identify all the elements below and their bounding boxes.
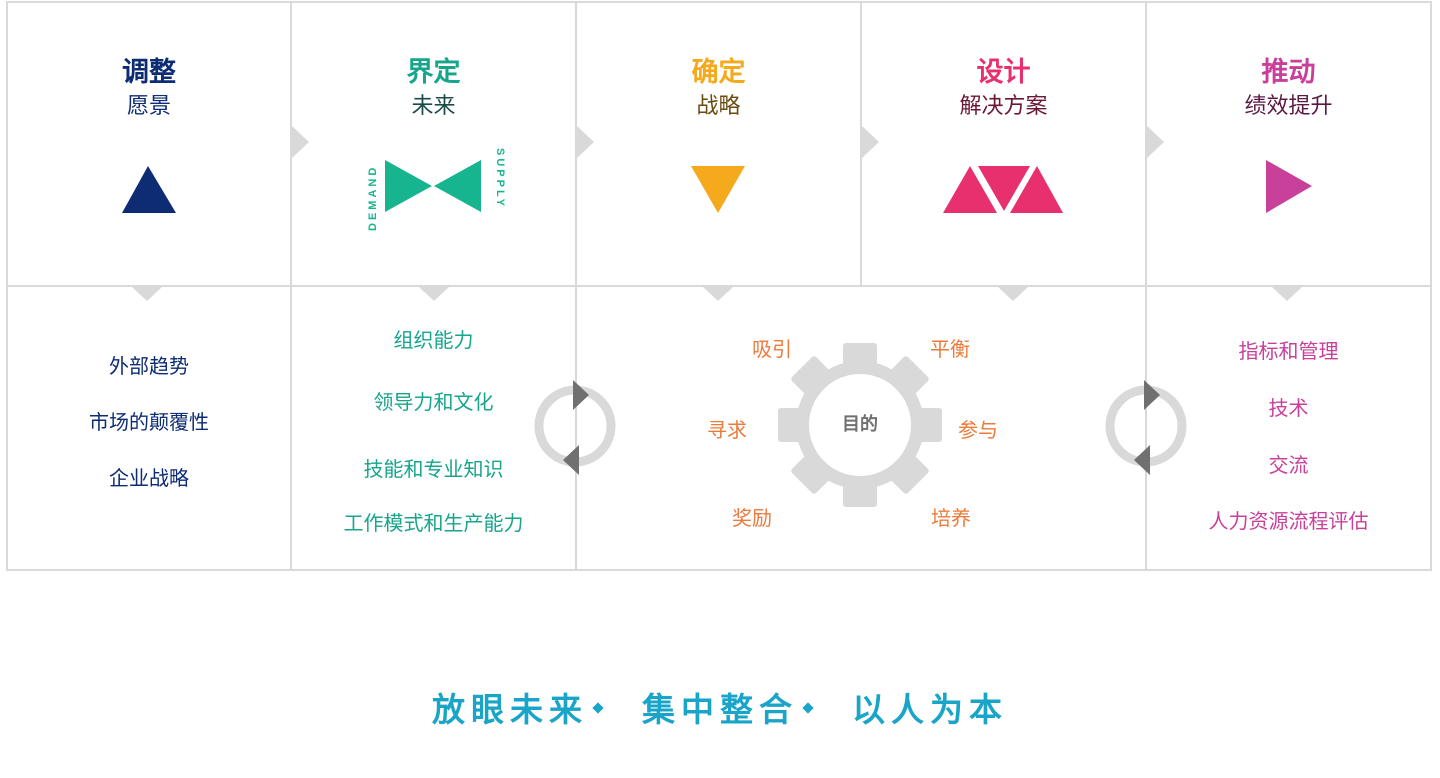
- stage-subtitle: 战略: [696, 93, 741, 118]
- slogan-part: 集中整合: [642, 691, 798, 728]
- gear-label-balance: 平衡: [930, 339, 970, 361]
- stage-strategy: 确定 战略: [577, 0, 860, 285]
- connector-arrow-right: [577, 126, 594, 158]
- triangle-right-icon: [1266, 160, 1312, 213]
- stage-vision: 调整 愿景: [8, 0, 290, 285]
- list-item: 指标和管理: [1238, 341, 1339, 363]
- demand-label: DEMAND: [367, 165, 379, 231]
- stage-subtitle: 未来: [411, 93, 456, 118]
- stage-subtitle: 愿景: [126, 93, 171, 118]
- triangle-down-icon: [691, 166, 745, 213]
- connector-arrow-down: [703, 287, 733, 301]
- col-divider-1: [290, 1, 292, 571]
- gear-center-label: 目的: [842, 413, 878, 434]
- triangle-down-icon: [978, 166, 1030, 211]
- gear-label-seek: 寻求: [707, 420, 747, 442]
- stage-title: 确定: [691, 57, 746, 87]
- stage-subtitle: 解决方案: [959, 93, 1048, 118]
- connector-arrow-right: [1147, 126, 1164, 158]
- list-item: 外部趋势: [109, 356, 189, 378]
- connector-arrow-down: [419, 287, 449, 301]
- bowtie-right-icon: [434, 160, 481, 212]
- triangle-up-icon: [943, 166, 997, 213]
- diamond-icon: [802, 702, 814, 714]
- stage-subtitle: 绩效提升: [1244, 93, 1333, 118]
- col-divider-3: [860, 1, 862, 286]
- stage-title: 设计: [976, 57, 1031, 87]
- list-item: 技术: [1268, 398, 1309, 420]
- cycle-arrow-right: [1144, 380, 1160, 410]
- triangle-up-icon: [122, 166, 176, 213]
- cycle-arrow-left: [1134, 445, 1150, 475]
- connector-arrow-down: [132, 287, 162, 301]
- gear-label-engage: 参与: [958, 420, 998, 442]
- supply-label: SUPPLY: [494, 148, 506, 209]
- connector-arrow-right: [292, 126, 309, 158]
- stage-title: 调整: [122, 57, 176, 87]
- list-item: 企业战略: [109, 468, 189, 490]
- stage-title: 界定: [406, 57, 461, 87]
- bowtie-left-icon: [385, 160, 432, 212]
- row-divider: [6, 285, 1432, 287]
- connector-arrow-right: [862, 126, 879, 158]
- list-item: 市场的颠覆性: [89, 412, 209, 434]
- col-divider-4: [1145, 1, 1147, 571]
- gear-label-develop: 培养: [931, 508, 971, 530]
- list-item: 人力资源流程评估: [1208, 511, 1369, 533]
- cycle-arrow-left: [563, 445, 579, 475]
- stage-drive: 推动 绩效提升: [1147, 0, 1430, 285]
- stage-future: 界定 未来: [292, 0, 575, 285]
- connector-arrow-down: [998, 287, 1028, 301]
- slogan-part: 放眼未来: [432, 691, 588, 728]
- gear-label-attract: 吸引: [752, 339, 792, 361]
- gear-label-reward: 奖励: [732, 508, 772, 530]
- triangle-up-icon: [1010, 166, 1063, 213]
- gear-icon: [778, 343, 942, 507]
- list-item: 工作模式和生产能力: [343, 513, 524, 535]
- list-item: 领导力和文化: [373, 392, 494, 414]
- stage-title: 推动: [1261, 57, 1316, 87]
- stage-design: 设计 解决方案: [862, 0, 1145, 285]
- list-item: 交流: [1268, 455, 1309, 477]
- list-item: 组织能力: [393, 330, 474, 352]
- col-divider-2: [575, 1, 577, 571]
- diamond-icon: [592, 702, 604, 714]
- slogan: 放眼未来 集中整合 以人为本: [0, 683, 1440, 731]
- cycle-arrow-right: [573, 380, 589, 410]
- slogan-part: 以人为本: [852, 691, 1008, 728]
- list-item: 技能和专业知识: [363, 459, 504, 481]
- connector-arrow-down: [1272, 287, 1302, 301]
